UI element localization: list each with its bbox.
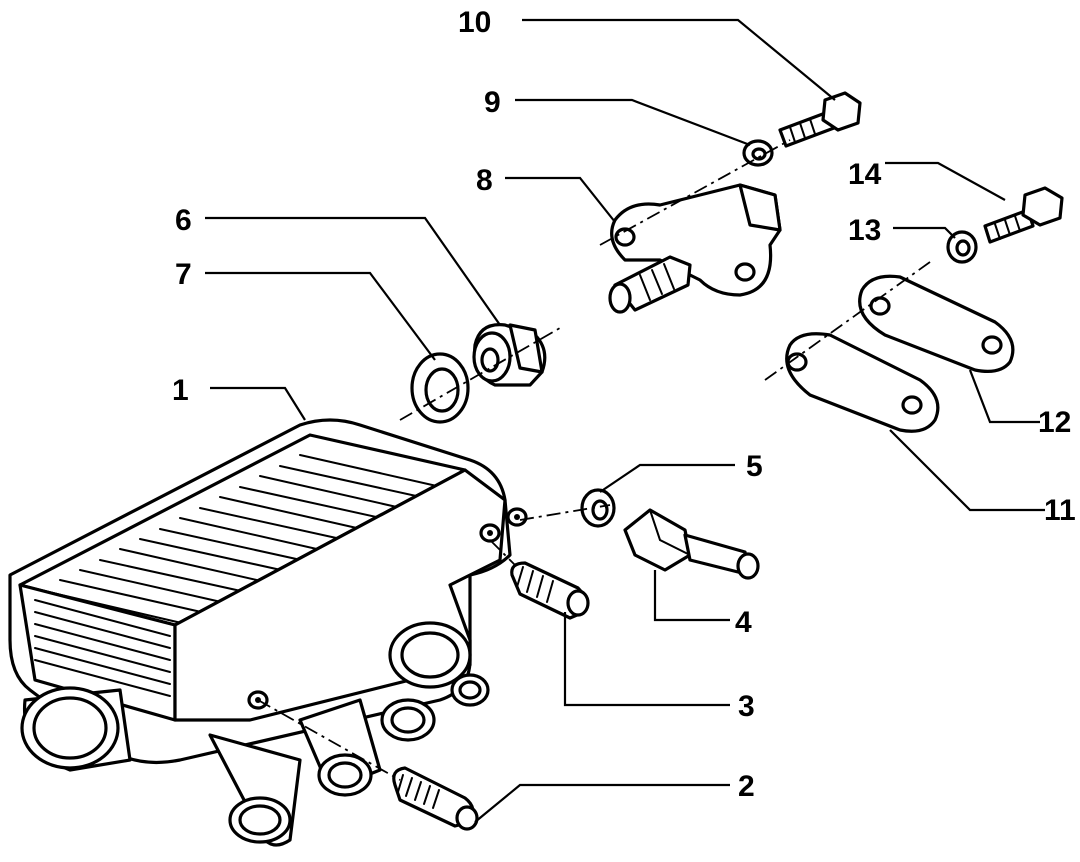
part-9-washer [742, 139, 774, 167]
callout-11: 11 [1044, 494, 1076, 527]
part-6-cap [472, 323, 547, 387]
callout-9: 9 [484, 86, 501, 119]
callout-10: 10 [458, 6, 491, 39]
part-5-washer [580, 488, 616, 528]
callout-13: 13 [848, 214, 881, 247]
part-1-housing [8, 418, 528, 847]
part-13-washer [946, 230, 978, 264]
part-14-bolt [983, 186, 1064, 244]
assembly-axes [257, 139, 931, 781]
callout-6: 6 [175, 204, 192, 237]
callout-12: 12 [1038, 406, 1071, 439]
callout-7: 7 [175, 258, 192, 291]
part-7-seal-ring [410, 352, 470, 424]
callout-3: 3 [738, 690, 755, 723]
callout-labels: 1 2 3 4 5 6 7 8 9 10 11 12 13 14 [172, 6, 1076, 803]
part-8-flange-fitting [608, 183, 782, 314]
part-12-gasket [858, 274, 1015, 373]
callout-5: 5 [746, 450, 763, 483]
callout-2: 2 [738, 770, 755, 803]
callout-14: 14 [848, 158, 882, 191]
part-11-gasket [785, 332, 940, 433]
callout-8: 8 [476, 164, 493, 197]
part-2-threaded-nipple [392, 766, 479, 831]
callout-4: 4 [735, 606, 752, 639]
part-3-threaded-plug [510, 561, 590, 620]
part-4-sensor [623, 508, 760, 580]
callout-1: 1 [172, 374, 189, 407]
part-10-bolt [778, 91, 862, 148]
leader-lines [205, 18, 1045, 823]
